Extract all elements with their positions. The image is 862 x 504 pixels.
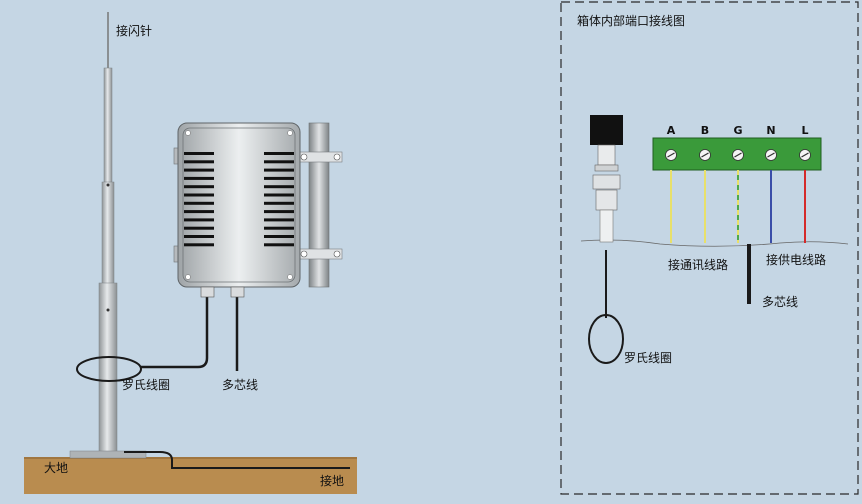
vent-slot bbox=[184, 226, 214, 230]
mast-base-plate bbox=[69, 450, 147, 459]
connector-neck bbox=[597, 144, 616, 166]
grounding-cable bbox=[124, 451, 350, 469]
lightning-rod-label: 接闪针 bbox=[116, 24, 153, 38]
box-screw-br bbox=[287, 274, 293, 280]
vent-slot bbox=[264, 243, 294, 247]
mounting-pole bbox=[308, 122, 330, 288]
cable-gland-2 bbox=[230, 286, 245, 298]
vent-slot bbox=[264, 226, 294, 230]
vent-slot bbox=[264, 160, 294, 164]
multicore-cable-label: 多芯线 bbox=[222, 378, 259, 392]
panel-section-line bbox=[580, 239, 849, 247]
coil-cable bbox=[141, 295, 209, 369]
wiring-panel-frame bbox=[560, 1, 859, 495]
comm-line-label: 接通讯线路 bbox=[668, 258, 729, 272]
vent-slot bbox=[264, 193, 294, 197]
vent-slot bbox=[264, 168, 294, 172]
vent-slot bbox=[184, 176, 214, 180]
terminal-label-b: B bbox=[701, 124, 709, 137]
screw-slot bbox=[701, 152, 709, 158]
vent-slot bbox=[264, 210, 294, 214]
mast-joint-2 bbox=[106, 308, 110, 312]
vent-slot bbox=[184, 168, 214, 172]
clamp-bolt-1 bbox=[300, 153, 308, 161]
box-screw-bl bbox=[185, 274, 191, 280]
mast-middle bbox=[101, 181, 115, 285]
mast-upper bbox=[103, 67, 113, 184]
vent-slot bbox=[264, 152, 294, 155]
vent-slot bbox=[264, 201, 294, 205]
box-screw-tr bbox=[287, 130, 293, 136]
connector-body bbox=[595, 189, 618, 211]
panel-title: 箱体内部端口接线图 bbox=[577, 14, 686, 28]
vent-slot bbox=[184, 235, 214, 238]
connector-cap bbox=[590, 115, 623, 145]
ground-surface-line bbox=[24, 457, 357, 459]
terminal-label-a: A bbox=[667, 124, 676, 137]
terminal-label-n: N bbox=[766, 124, 775, 137]
grounding-label: 接地 bbox=[320, 474, 345, 488]
lightning-rod-mast bbox=[69, 12, 147, 459]
terminal-label-g: G bbox=[733, 124, 742, 137]
vent-slot bbox=[184, 218, 214, 222]
mast-joint-1 bbox=[106, 183, 110, 187]
coil-connector bbox=[590, 115, 623, 243]
rogowski-coil bbox=[76, 356, 142, 382]
box-vents bbox=[184, 152, 294, 247]
rogowski-coil-label: 罗氏线圈 bbox=[122, 378, 171, 392]
screw-slot bbox=[801, 152, 809, 158]
vent-slot bbox=[264, 235, 294, 238]
vent-slot bbox=[184, 193, 214, 197]
panel-coil-label: 罗氏线圈 bbox=[624, 351, 673, 365]
screw-slot bbox=[767, 152, 775, 158]
clamp-bolt-4 bbox=[333, 250, 341, 258]
box-screw-tl bbox=[185, 130, 191, 136]
vent-slot bbox=[264, 185, 294, 189]
vent-slot bbox=[184, 210, 214, 214]
earth-label: 大地 bbox=[44, 461, 69, 475]
cable-gland-1 bbox=[200, 286, 215, 298]
connector-ring bbox=[594, 164, 619, 172]
vent-slot bbox=[184, 160, 214, 164]
vent-slot bbox=[264, 176, 294, 180]
power-line-label: 接供电线路 bbox=[766, 253, 827, 267]
terminal-label-l: L bbox=[801, 124, 808, 137]
vent-slot bbox=[184, 152, 214, 155]
clamp-bolt-2 bbox=[333, 153, 341, 161]
box-lid bbox=[182, 127, 296, 283]
connector-tail bbox=[599, 209, 614, 243]
panel-rogowski-coil bbox=[588, 314, 624, 364]
vent-slot bbox=[184, 201, 214, 205]
vent-slot bbox=[184, 185, 214, 189]
clamp-bolt-3 bbox=[300, 250, 308, 258]
ground-strip bbox=[24, 457, 357, 494]
panel-multicore-label: 多芯线 bbox=[762, 295, 799, 309]
enclosure-box bbox=[173, 122, 301, 298]
connector-nut bbox=[592, 174, 621, 190]
screw-slot bbox=[734, 152, 742, 158]
vent-slot bbox=[264, 218, 294, 222]
screw-slot bbox=[667, 152, 675, 158]
box-body bbox=[177, 122, 301, 288]
vent-slot bbox=[184, 243, 214, 247]
